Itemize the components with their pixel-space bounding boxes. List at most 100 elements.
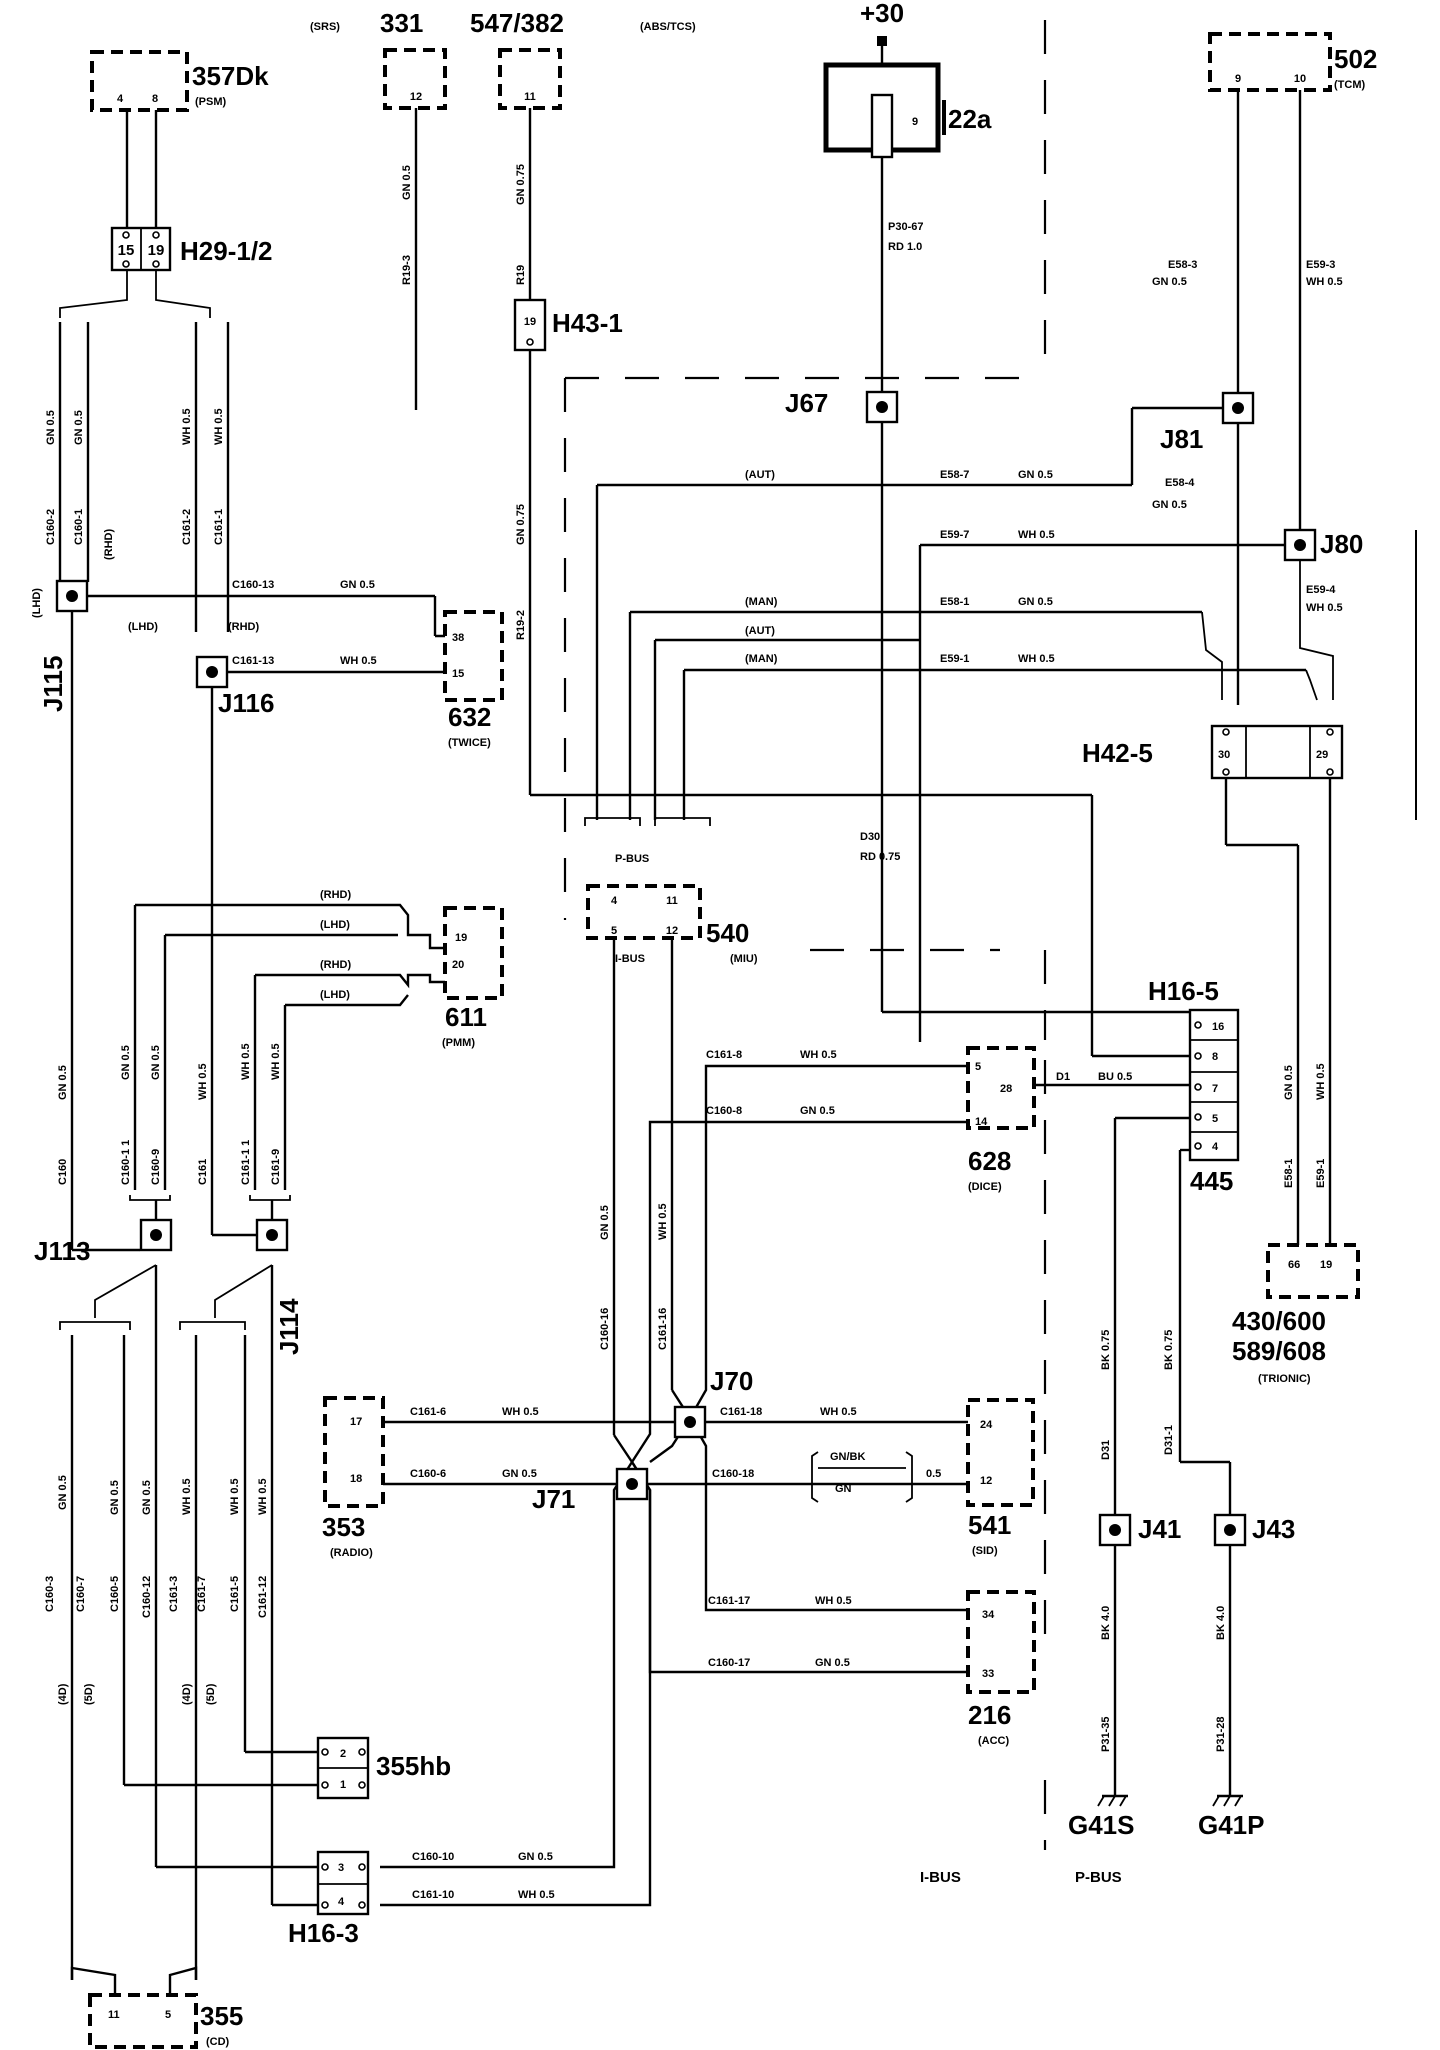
wire-label: WH 0.5 [270, 1043, 282, 1080]
component-632: 38 15 632 (TWICE) [443, 610, 504, 749]
wire-label: GN [835, 1483, 852, 1495]
wire-label: C161-16 [657, 1308, 669, 1350]
svg-text:J116: J116 [218, 688, 274, 718]
wire-label: C160-17 [708, 1657, 750, 1669]
boundary-lines [563, 20, 1417, 1850]
wire-label: (LHD) [320, 919, 350, 931]
pin-label: 20 [452, 959, 464, 971]
wire-label: GN 0.5 [815, 1657, 850, 1669]
wire-label: (LHD) [31, 588, 43, 618]
wire-label: (AUT) [745, 469, 775, 481]
component-357dk: 4 8 357Dk (PSM) [90, 50, 269, 112]
junction-j81: J81 [1160, 391, 1255, 454]
wire-label: WH 0.5 [340, 655, 377, 667]
wire-label: C161-3 [168, 1576, 180, 1612]
wire-label: WH 0.5 [1306, 602, 1343, 614]
wire-label: C160-13 [232, 579, 274, 591]
wire-label: GN 0.5 [120, 1045, 132, 1080]
pin-label: 16 [1212, 1021, 1224, 1033]
supply-label: +30 [860, 0, 904, 28]
wire-label: WH 0.5 [800, 1049, 837, 1061]
wire-label: C160-3 [44, 1576, 56, 1612]
wire-label: C161-7 [196, 1576, 208, 1612]
ground-g41p: G41P [1198, 1794, 1265, 1840]
component-sublabel: (RADIO) [330, 1547, 373, 1559]
component-sublabel: (TCM) [1334, 79, 1365, 91]
ground-g41s: G41S [1068, 1794, 1135, 1840]
wire-label: C160-6 [410, 1468, 446, 1480]
wire-label: WH 0.5 [518, 1889, 555, 1901]
wire-label: E59-7 [940, 529, 969, 541]
wire-label: C160-5 [109, 1576, 121, 1612]
svg-text:J67: J67 [785, 388, 828, 418]
junction-j115: J115 [38, 579, 89, 712]
wire-label: C161-10 [412, 1889, 454, 1901]
wire-label: (5D) [83, 1683, 95, 1705]
junction-j116: J116 [195, 655, 274, 718]
component-541: 24 12 541 (SID) [966, 1398, 1035, 1557]
wire-label: C161-17 [708, 1595, 750, 1607]
wire-label: E59-3 [1306, 259, 1335, 271]
wire-label: (MAN) [745, 596, 778, 608]
component-22a: +30 9 22a [823, 0, 992, 159]
wire-label: C161-2 [181, 509, 193, 545]
connector-h16-5: 16 8 7 5 4 H16-5 445 [1148, 976, 1240, 1196]
component-label: 628 [968, 1146, 1011, 1176]
component-355: 11 5 355 (CD) [88, 1993, 243, 2049]
pin-label: 33 [982, 1668, 994, 1680]
pin-label: 12 [980, 1475, 992, 1487]
pin-label: 4 [1212, 1141, 1219, 1153]
wire-label: C160-9 [150, 1149, 162, 1185]
wire-label: GN 0.5 [45, 410, 57, 445]
connector-h29: 15 19 H29-1/2 [110, 226, 273, 272]
connector-h43: 19 H43-1 [513, 298, 623, 352]
pin-label: 18 [350, 1473, 362, 1485]
component-label: 445 [1190, 1166, 1233, 1196]
junction-j71: J71 [532, 1467, 649, 1514]
svg-text:G41S: G41S [1068, 1810, 1135, 1840]
junction-j43: J43 [1213, 1513, 1295, 1547]
wire-label: C161-12 [257, 1576, 269, 1618]
svg-text:J71: J71 [532, 1484, 575, 1514]
wire-label: E58-7 [940, 469, 969, 481]
component-label: 547/382 [470, 8, 564, 38]
svg-text:J43: J43 [1252, 1514, 1295, 1544]
junction-j113: J113 [34, 1218, 173, 1266]
wire-label: C160-1 [73, 509, 85, 545]
pin-label: 34 [982, 1609, 995, 1621]
wire-label: D31 [1100, 1440, 1112, 1460]
wire-label: C160-10 [412, 1851, 454, 1863]
pin-label: 4 [338, 1896, 345, 1908]
wire-label: WH 0.5 [229, 1478, 241, 1515]
pin-label: 19 [455, 932, 467, 944]
wire-label: C160-2 [45, 509, 57, 545]
pin-label: 24 [980, 1419, 993, 1431]
pin-label: 5 [975, 1061, 981, 1073]
wire-label: (4D) [181, 1683, 193, 1705]
connector-label: H43-1 [552, 308, 623, 338]
wire-label: GN 0.5 [502, 1468, 537, 1480]
wire-label: GN 0.5 [1152, 499, 1187, 511]
svg-text:J70: J70 [710, 1366, 753, 1396]
wire-label: P30-67 [888, 221, 923, 233]
pin-label: 38 [452, 632, 464, 644]
wire-label: GN 0.5 [141, 1480, 153, 1515]
wire-label: D30 [860, 831, 880, 843]
pin-label: 9 [1235, 73, 1241, 85]
wire-label: GN 0.5 [1283, 1065, 1295, 1100]
wire-label: 0.5 [926, 1468, 941, 1480]
component-sublabel: (ACC) [978, 1735, 1009, 1747]
wire-label: GN 0.5 [57, 1065, 69, 1100]
junctions: J67 J81 J80 J115 J116 J113 J114 J70 [34, 388, 1363, 1547]
wire-label: GN 0.5 [1018, 596, 1053, 608]
wire-label: (MAN) [745, 653, 778, 665]
pin-label: 8 [152, 93, 158, 105]
pin-label: 10 [1294, 73, 1306, 85]
junction-j67: J67 [785, 388, 899, 424]
component-502: 9 10 502 (TCM) [1208, 32, 1377, 92]
component-label: 355 [200, 2001, 243, 2031]
pin-label: 8 [1212, 1051, 1218, 1063]
wire-label: GN 0.5 [57, 1475, 69, 1510]
wire-label: R19-3 [401, 255, 413, 285]
pin-label: 30 [1218, 749, 1230, 761]
